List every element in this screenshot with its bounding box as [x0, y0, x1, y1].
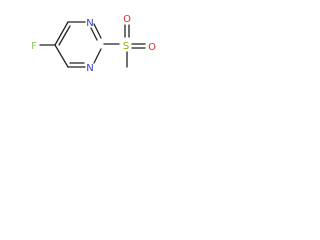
atom-label-nitrogen-bottom: N [86, 63, 93, 74]
bond-c5-c4-double [58, 25, 71, 46]
structure-diagram: F N N S O O [0, 0, 174, 89]
atom-label-oxygen-top: O [123, 14, 131, 25]
bond-c5-c4 [54, 21, 69, 46]
atom-label-nitrogen-top: N [86, 18, 93, 29]
molecule-drawing: F N N S O O [31, 14, 156, 74]
bond-n3-c2-double [90, 27, 98, 41]
bond-c6-c5 [54, 44, 69, 68]
atom-label-fluorine: F [31, 41, 37, 52]
bond-c2-n1 [93, 48, 102, 64]
atom-label-sulfur: S [123, 41, 129, 52]
atom-label-oxygen-right: O [148, 42, 156, 53]
bond-n3-c2 [93, 23, 102, 39]
